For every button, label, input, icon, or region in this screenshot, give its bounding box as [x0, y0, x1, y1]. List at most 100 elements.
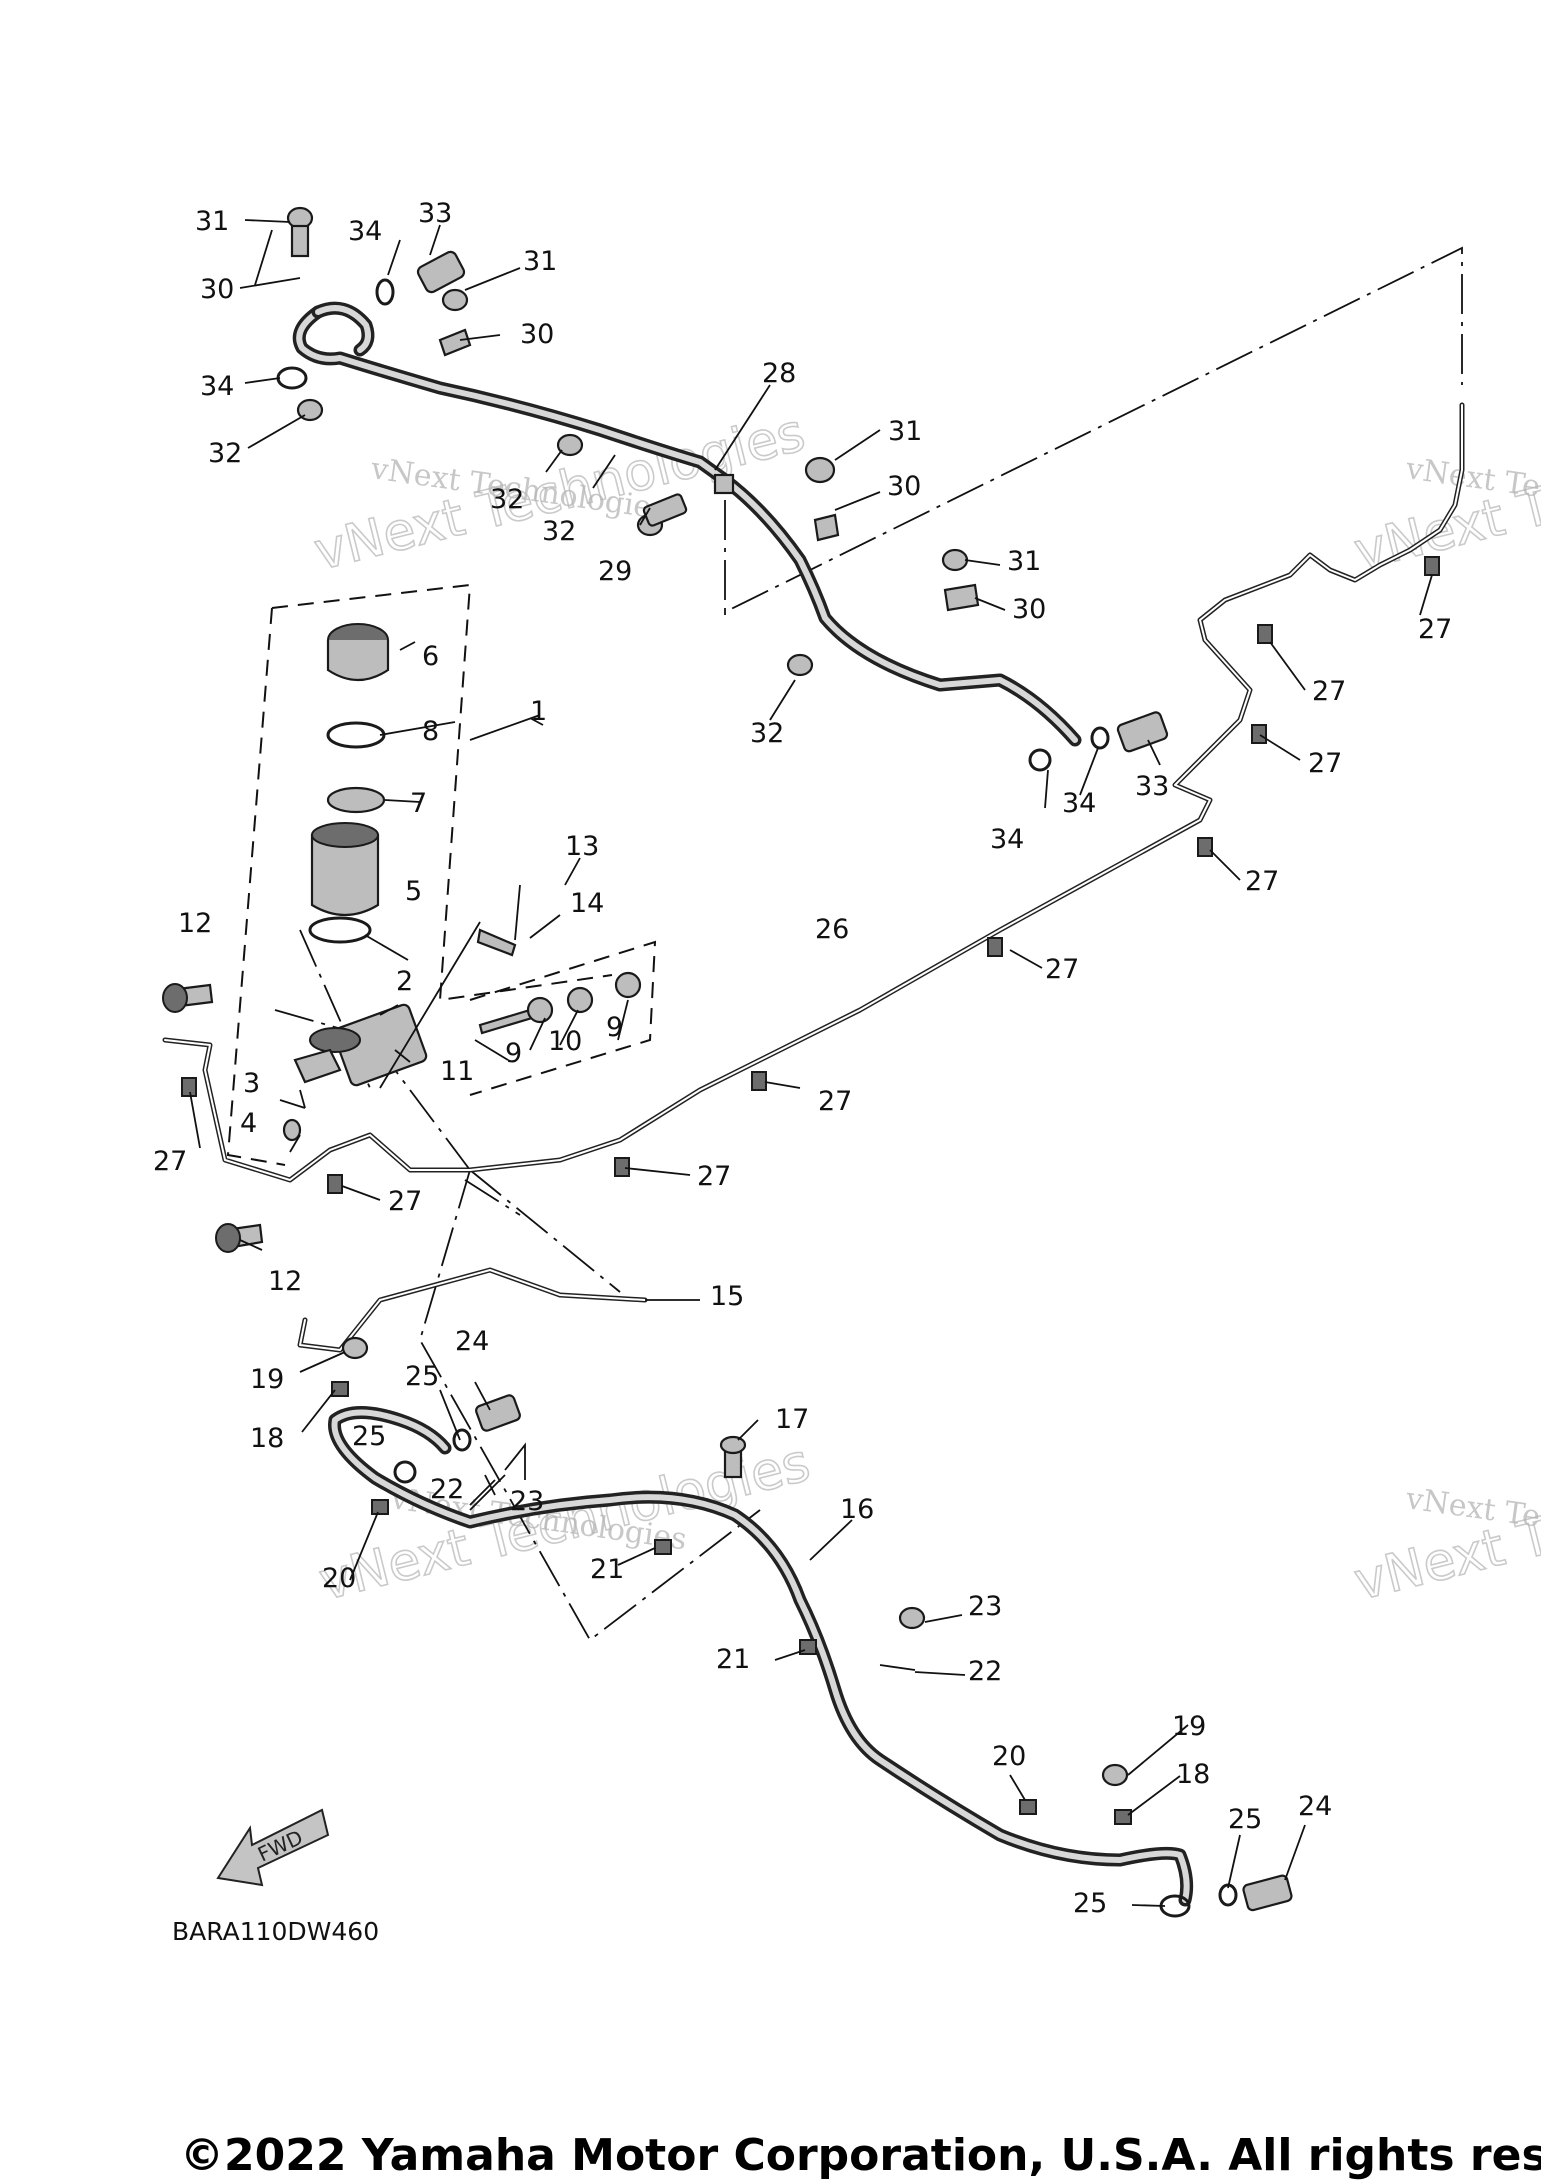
- part-label-23: 23: [968, 1591, 1002, 1622]
- master-cylinder-assembly: [162, 623, 642, 1253]
- hose-clamp: [308, 916, 372, 944]
- part-label-32: 32: [208, 438, 242, 469]
- master-cylinder-body: [332, 1003, 428, 1087]
- upper-hose-fittings: [276, 206, 1169, 772]
- part-label-19: 19: [250, 1364, 284, 1395]
- part-label-27: 27: [1045, 954, 1079, 985]
- reservoir-cap-body: [326, 640, 390, 681]
- clamp-27: [751, 1071, 767, 1091]
- part-label-31: 31: [1007, 546, 1041, 577]
- part-label-34: 34: [200, 371, 234, 402]
- part-label-30: 30: [200, 274, 234, 305]
- part-label-12: 12: [268, 1266, 302, 1297]
- clamp-27: [181, 1077, 197, 1097]
- part-label-33: 33: [418, 198, 452, 229]
- diaphragm-plate: [326, 721, 386, 749]
- reference-lines: [274, 246, 1463, 1642]
- diaphragm: [326, 786, 386, 814]
- part-label-16: 16: [840, 1494, 874, 1525]
- part-label-22: 22: [430, 1474, 464, 1505]
- union-bolt-33: [416, 250, 466, 294]
- clamp-27: [1197, 837, 1213, 857]
- part-number-labels: 31 30 34 33 31 30 34 32 28 32 32 29 31 3…: [153, 198, 1452, 1919]
- part-label-9: 9: [606, 1012, 623, 1043]
- watermark-text: vNext Technologies: [1349, 1433, 1541, 1613]
- kit-box: [469, 940, 657, 1096]
- leader-lines: [189, 219, 1433, 1907]
- cotter-13: [514, 884, 521, 941]
- part-label-25: 25: [1228, 1804, 1262, 1835]
- holder-20: [371, 1499, 389, 1515]
- union-bolt-24: [475, 1394, 521, 1432]
- part-label-27: 27: [1245, 866, 1279, 897]
- part-label-2: 2: [396, 966, 413, 997]
- part-label-18: 18: [1176, 1759, 1210, 1790]
- part-label-27: 27: [1308, 748, 1342, 779]
- part-label-8: 8: [422, 716, 439, 747]
- upper-brake-hose: [292, 301, 1082, 747]
- reservoir-top: [311, 822, 379, 848]
- part-label-3: 3: [243, 1068, 260, 1099]
- part-label-12: 12: [178, 908, 212, 939]
- part-label-20: 20: [322, 1563, 356, 1594]
- fwd-arrow: FWD: [216, 1808, 330, 1887]
- gasket-25: [452, 1428, 472, 1452]
- part-label-33: 33: [1135, 771, 1169, 802]
- bolt-17-head: [719, 1435, 747, 1455]
- bolt-19: [1101, 1763, 1129, 1787]
- part-label-31: 31: [523, 246, 557, 277]
- holder-21: [654, 1539, 672, 1555]
- clamp-27: [1257, 624, 1273, 644]
- bushing-32: [556, 433, 584, 457]
- watermark-group: vNext Technologies vNext Technologies vN…: [308, 402, 1541, 1613]
- part-label-34: 34: [348, 216, 382, 247]
- part-label-13: 13: [565, 831, 599, 862]
- union-bolt-33: [1116, 711, 1169, 753]
- part-label-1: 1: [530, 696, 547, 727]
- part-label-15: 15: [710, 1281, 744, 1312]
- part-label-24: 24: [455, 1326, 489, 1357]
- reference-line: [724, 246, 1463, 615]
- part-label-32: 32: [542, 516, 576, 547]
- push-rod-end: [293, 1048, 342, 1084]
- nut-9-left: [526, 996, 554, 1024]
- brake-pipe-15: [297, 1267, 648, 1353]
- gasket-34: [276, 366, 308, 390]
- part-label-28: 28: [762, 358, 796, 389]
- part-label-29: 29: [598, 556, 632, 587]
- part-label-24: 24: [1298, 1791, 1332, 1822]
- drawing-code: BARA110DW460: [172, 1917, 379, 1946]
- part-label-18: 18: [250, 1423, 284, 1454]
- part-label-25: 25: [1073, 1888, 1107, 1919]
- bolt-12-upper-head: [162, 983, 188, 1013]
- part-label-27: 27: [153, 1146, 187, 1177]
- assembly-boxes: [226, 583, 657, 1166]
- part-label-27: 27: [1418, 614, 1452, 645]
- copyright-notice: ©2022 Yamaha Motor Corporation, U.S.A. A…: [180, 2130, 1541, 2181]
- pin-14: [476, 928, 517, 957]
- holder-20: [1019, 1799, 1037, 1815]
- screw-4: [282, 1118, 302, 1142]
- part-label-19: 19: [1172, 1711, 1206, 1742]
- part-label-31: 31: [195, 206, 229, 237]
- fwd-arrow-icon: [216, 1808, 330, 1887]
- part-label-4: 4: [240, 1108, 257, 1139]
- clip-30: [943, 583, 980, 612]
- part-label-32: 32: [490, 484, 524, 515]
- part-label-21: 21: [716, 1644, 750, 1675]
- part-label-6: 6: [422, 641, 439, 672]
- clip-18: [331, 1381, 349, 1397]
- clip-30: [438, 328, 472, 357]
- part-label-30: 30: [520, 319, 554, 350]
- bolt-31-shank: [290, 224, 310, 258]
- clamp-27: [614, 1157, 630, 1177]
- part-label-22: 22: [968, 1656, 1002, 1687]
- part-label-5: 5: [405, 876, 422, 907]
- bushing-32: [786, 653, 814, 677]
- part-label-25: 25: [352, 1421, 386, 1452]
- pipe-clamps-27: [181, 556, 1440, 1194]
- part-label-30: 30: [887, 471, 921, 502]
- joint-28: [713, 473, 735, 495]
- part-label-7: 7: [410, 788, 427, 819]
